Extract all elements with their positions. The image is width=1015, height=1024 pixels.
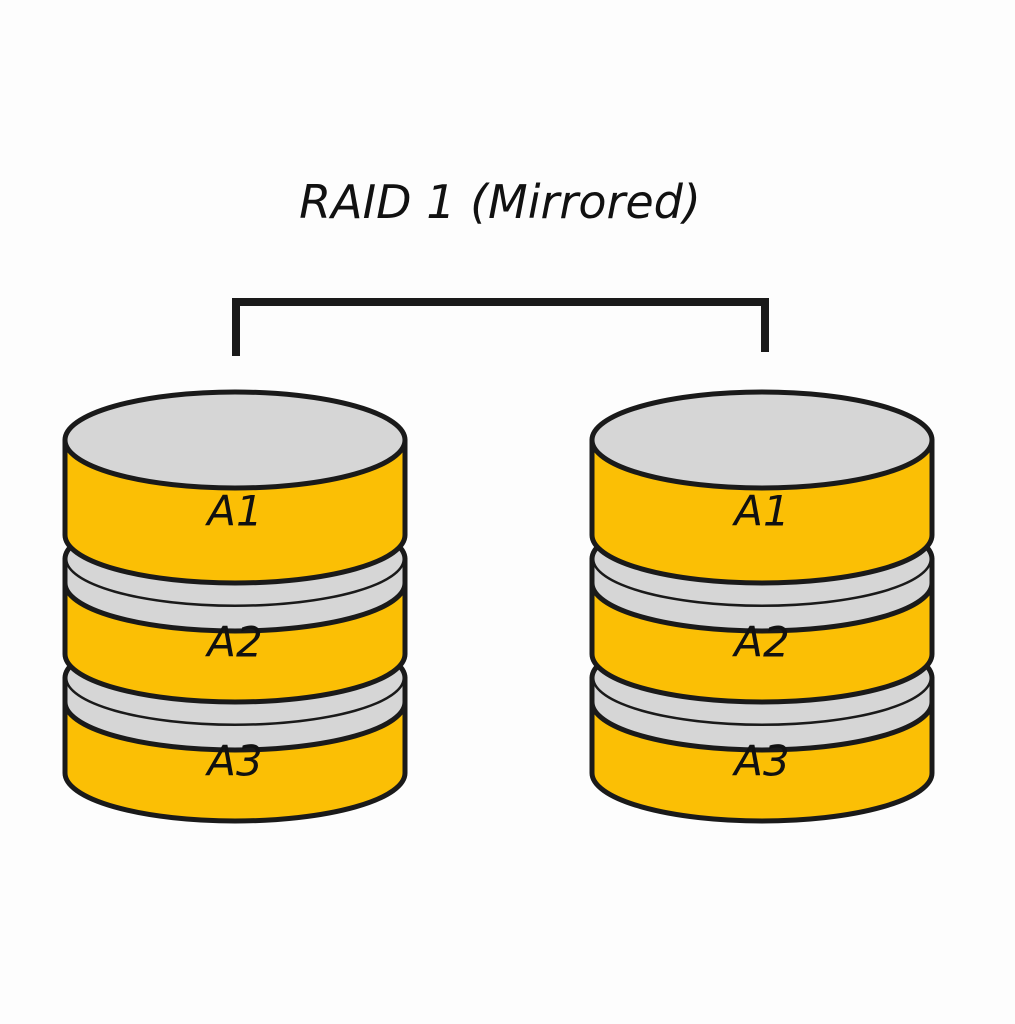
disk-ring-band	[592, 559, 932, 631]
mirror-connector	[232, 298, 769, 356]
disk-ring-edge	[589, 582, 935, 634]
disk-ring-edge	[589, 701, 935, 753]
disk-top-cap	[62, 389, 408, 491]
disk-segment: A1	[589, 389, 935, 586]
segment-label: A1	[731, 487, 789, 536]
segment-label: A2	[731, 618, 789, 667]
disk-segment: A1	[62, 389, 408, 586]
segment-label: A1	[204, 487, 262, 536]
segment-label: A3	[731, 737, 789, 786]
diagram-title: RAID 1 (Mirrored)	[299, 175, 701, 229]
disk-segment: A2	[62, 508, 408, 705]
disk-ring-edge	[62, 701, 408, 753]
disk-top-cap	[589, 389, 935, 491]
disk-ring-edge	[62, 582, 408, 634]
segment-label: A3	[204, 737, 262, 786]
disk-1: A3 A2 A1	[62, 389, 408, 824]
disk-2: A3 A2 A1	[589, 389, 935, 824]
disk-ring-band	[65, 678, 405, 750]
disk-ring-band	[592, 678, 932, 750]
segment-label: A2	[204, 618, 262, 667]
disk-ring-band	[65, 559, 405, 631]
